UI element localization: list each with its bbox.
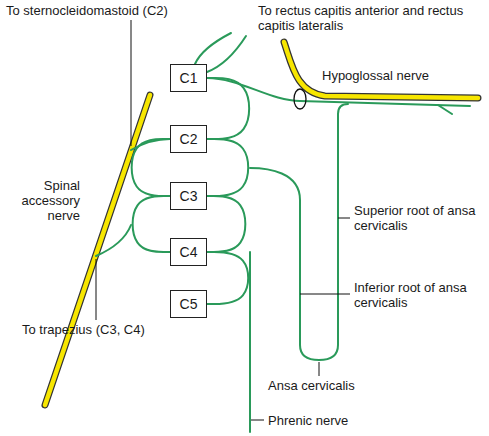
nerve-label: Inferior root of ansa cervicalis	[354, 280, 484, 310]
nerve-label: To sternocleidomastoid (C2)	[6, 3, 206, 18]
cranial-nerves	[45, 42, 478, 405]
leader-line	[319, 362, 320, 376]
spinal-nerve-box: C2	[170, 125, 207, 153]
ansa-cervicalis-loop	[250, 104, 348, 360]
nerve-label: Hypoglossal nerve	[322, 68, 482, 83]
spinal-nerve-box: C3	[170, 182, 207, 210]
spinal-accessory-outline	[45, 95, 150, 405]
leader-line	[96, 259, 97, 320]
plexus-loop	[207, 196, 245, 252]
junction-ring	[294, 89, 306, 109]
phrenic-nerve	[249, 252, 251, 432]
nerve-label: To rectus capitis anterior and rectus ca…	[258, 3, 473, 33]
plexus-loop	[132, 139, 170, 196]
leader-line	[251, 420, 264, 421]
leader-line	[338, 218, 350, 219]
nerve-label: Phrenic nerve	[268, 413, 418, 428]
plexus-loop	[207, 252, 248, 304]
nerve-label: To trapezius (C3, C4)	[22, 322, 202, 337]
spinal-nerve-box: C1	[170, 64, 207, 92]
spinal-nerve-box: C5	[170, 290, 207, 318]
nerve-label: Spinal accessory nerve	[14, 178, 80, 223]
trapezius-branch	[96, 225, 131, 256]
segment-label: C3	[180, 188, 198, 204]
plexus-branches	[96, 33, 470, 432]
leader-lines	[96, 20, 350, 420]
connector-layer	[132, 78, 250, 304]
nerve-label: Superior root of ansa cervicalis	[354, 203, 484, 233]
plexus-loop	[207, 78, 249, 139]
hypoglossal-twig	[438, 105, 452, 114]
rectus-branch	[207, 36, 246, 72]
plexus-loop	[207, 139, 248, 196]
nerve-label: Ansa cervicalis	[268, 378, 418, 393]
segment-label: C5	[180, 296, 198, 312]
spinal-nerve-box: C4	[170, 238, 207, 266]
spinal-accessory-nerve	[45, 95, 150, 405]
plexus-loop	[133, 196, 170, 252]
segment-label: C4	[180, 244, 198, 260]
leader-line	[131, 20, 132, 146]
segment-label: C2	[180, 131, 198, 147]
leader-line	[300, 294, 350, 295]
segment-label: C1	[180, 70, 198, 86]
